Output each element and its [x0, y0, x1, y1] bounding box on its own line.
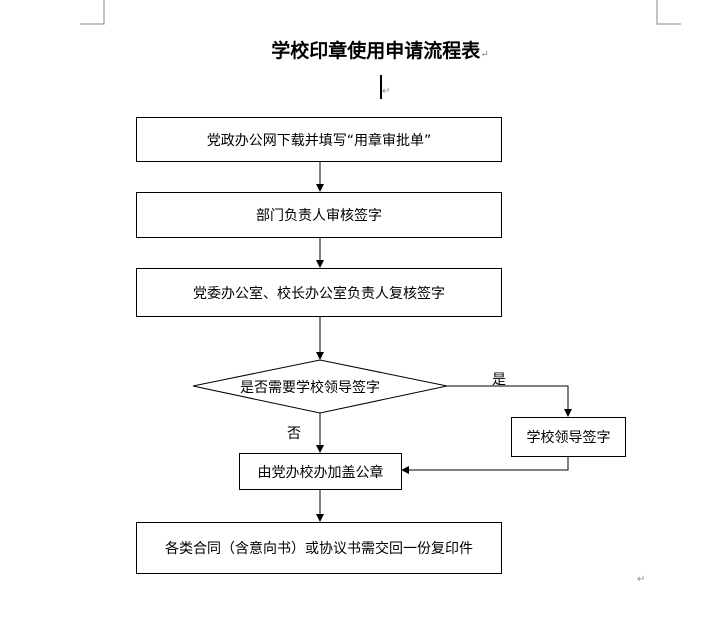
step-office-review: 党委办公室、校长办公室负责人复核签字 [136, 268, 502, 317]
paragraph-mark: ↵ [382, 86, 391, 97]
step-apply-seal: 由党办校办加盖公章 [239, 453, 402, 490]
document-title: 学校印章使用申请流程表↵ [271, 40, 489, 62]
decision-text: 是否需要学校领导签字 [240, 380, 380, 396]
step-return-copy: 各类合同（含意向书）或协议书需交回一份复印件 [136, 522, 502, 574]
step-department-sign: 部门负责人审核签字 [136, 192, 502, 238]
no-label: 否 [287, 426, 301, 442]
text-cursor [380, 75, 382, 99]
arrow-leader-to-seal [401, 456, 569, 474]
yes-label: 是 [492, 372, 506, 388]
arrow-yes [447, 385, 572, 417]
paragraph-mark-end: ↵ [637, 574, 646, 585]
page-corner-marks [80, 0, 681, 25]
step-download-form: 党政办公网下载并填写“用章审批单” [136, 117, 502, 162]
step-leader-sign: 学校领导签字 [511, 417, 626, 457]
